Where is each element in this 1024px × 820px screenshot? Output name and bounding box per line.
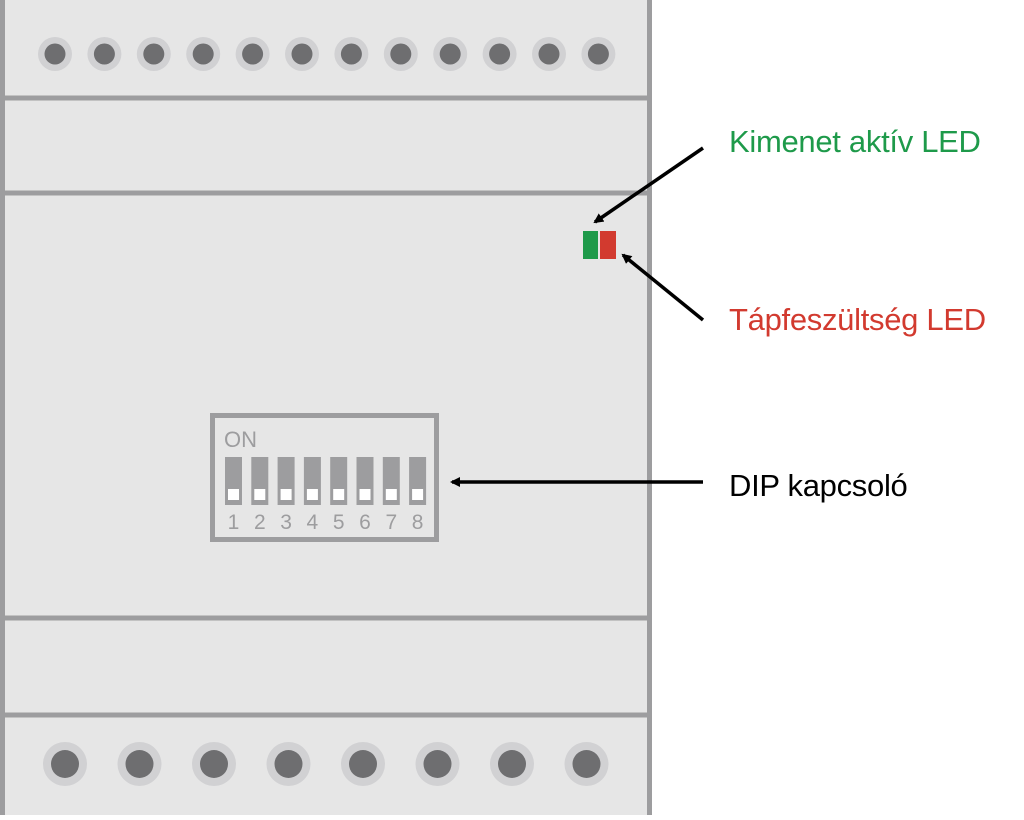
terminal-screw [242,43,264,65]
terminal-screw [572,750,601,778]
dip-switch-toggle [333,489,345,500]
terminal-screw [390,43,412,65]
dip-switch-callout: DIP kapcsoló [729,468,908,503]
arrow-output-led [593,146,704,224]
dip-switch-number: 7 [385,511,397,534]
terminal-screw [51,750,79,778]
dip-switch-number: 2 [254,511,266,534]
dip-switch-toggle [385,489,397,500]
terminal-screw [349,750,377,778]
dip-switch-toggle [359,489,371,500]
top-terminals [38,37,616,71]
output-led-callout: Kimenet aktív LED [729,124,981,159]
power-led-callout: Tápfeszültség LED [729,302,986,337]
terminal-screw [498,750,526,778]
terminal-screw [423,750,452,778]
dip-switch-number: 5 [333,511,345,534]
terminal-screw [200,750,228,778]
dip-switch-toggle [306,489,318,500]
dip-switch-number: 8 [412,511,424,534]
bottom-terminal-strip [5,718,647,813]
dip-switch-toggle [412,489,424,500]
terminal-screw [143,43,165,65]
terminal-screw [587,43,609,65]
terminal-screw [340,43,362,65]
terminal-screw [192,43,214,65]
terminal-screw [489,43,511,65]
dip-switch-number: 1 [228,511,240,534]
bottom-terminals [43,742,609,786]
arrow-power-led [621,253,705,322]
dip-switch-toggle [254,489,266,500]
terminal-screw [291,43,313,65]
terminal-screw [44,43,66,65]
terminal-screw [274,750,303,778]
top-cover-strip [5,100,647,191]
terminal-screw [538,43,560,65]
dip-switch-number: 3 [280,511,292,534]
dip-switch-number: 4 [307,511,319,534]
dip-switch-toggle [228,489,239,500]
output-active-led [583,231,598,259]
front-panel [5,196,647,616]
bottom-cover-strip [5,620,647,712]
dip-switch-toggle [280,489,292,500]
dip-switch-on-label: ON [224,427,257,452]
terminal-screw [93,43,115,65]
dip-switch-number: 6 [359,511,371,534]
power-led [600,231,616,259]
terminal-screw [439,43,461,65]
terminal-screw [125,750,154,778]
